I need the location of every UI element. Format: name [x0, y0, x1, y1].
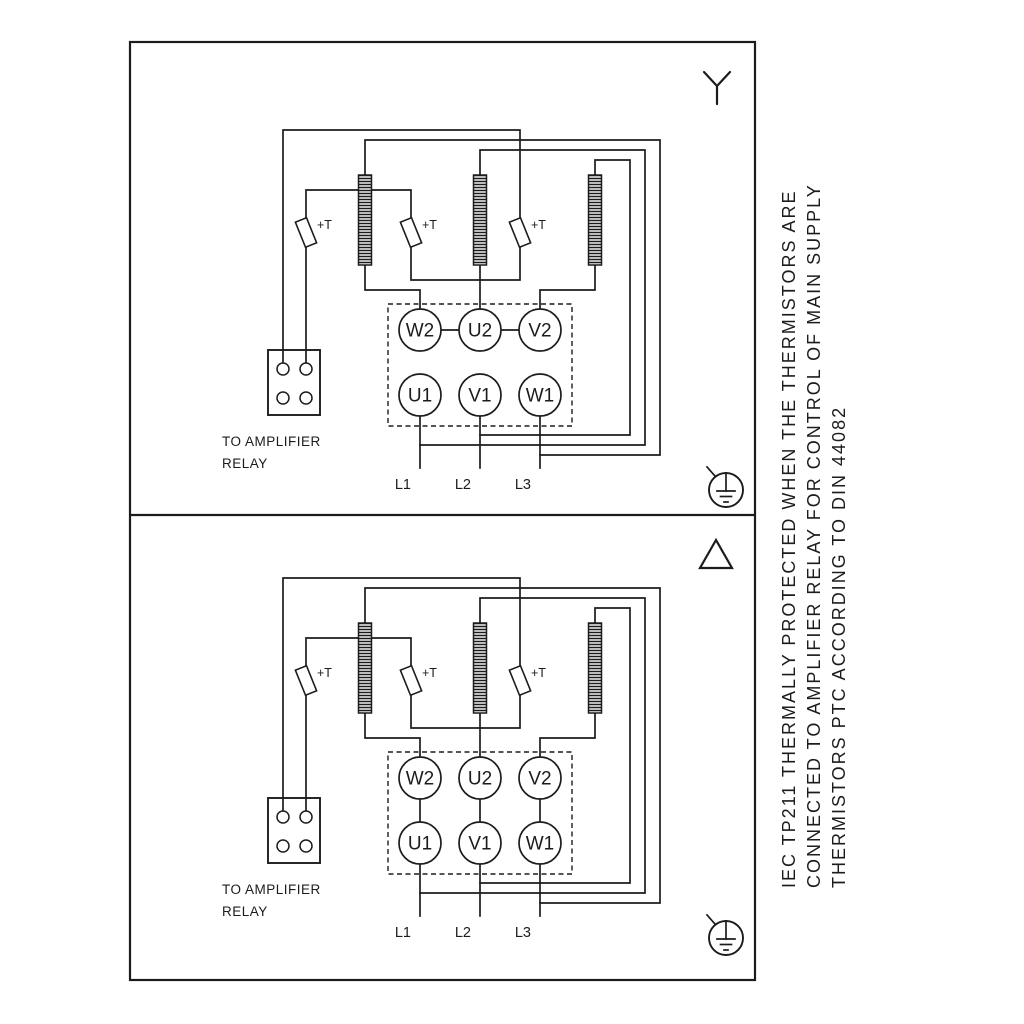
terminal-circle-u1: [398, 373, 442, 417]
relay-pin: [276, 839, 290, 853]
side-note-line1: IEC TP211 THERMALLY PROTECTED WHEN THE T…: [779, 190, 799, 888]
thermistor-label: +T: [422, 666, 437, 680]
motor-winding-icon: [357, 174, 373, 266]
relay-note-line1: TO AMPLIFIER: [222, 434, 321, 449]
relay-pin: [299, 391, 313, 405]
terminal-label-v2: V2: [528, 769, 551, 790]
terminal-circle-u2: [458, 308, 502, 352]
thermistor-chain-wire: [282, 129, 521, 364]
motor-winding-icon: [357, 622, 373, 714]
terminal-label-v1: V1: [468, 386, 491, 407]
star-symbol-icon: [702, 70, 732, 106]
relay-pin: [276, 810, 290, 824]
delta-symbol-icon: [698, 537, 734, 570]
motor-winding-icon: [587, 622, 603, 714]
thermistor-label: +T: [531, 218, 546, 232]
relay-pin: [299, 362, 313, 376]
supply-label-l1: L1: [395, 477, 411, 493]
supply-label-l1: L1: [395, 925, 411, 941]
diagram-border: [128, 40, 757, 982]
terminal-label-w2: W2: [406, 321, 435, 342]
supply-label-l3: L3: [515, 477, 531, 493]
terminal-label-v2: V2: [528, 321, 551, 342]
thermistor-icon: [294, 664, 318, 697]
side-note: IEC TP211 THERMALLY PROTECTED WHEN THE T…: [779, 183, 849, 888]
delta-bridge-links: [419, 798, 541, 823]
terminal-label-u2: U2: [468, 321, 492, 342]
relay-pin: [299, 839, 313, 853]
terminal-circles: W2 U2 V2 U1 V1 W1: [398, 756, 562, 865]
relay-note-line1: TO AMPLIFIER: [222, 882, 321, 897]
thermistor-icon: [508, 664, 532, 697]
relay-pin: [276, 391, 290, 405]
terminal-circle-w2: [398, 756, 442, 800]
amplifier-relay-connector: [267, 797, 321, 864]
relay-box: [267, 349, 321, 416]
thermistor-label: +T: [531, 666, 546, 680]
terminal-circle-w1: [518, 821, 562, 865]
relay-pin: [276, 362, 290, 376]
terminal-circle-u1: [398, 821, 442, 865]
motor-windings: [357, 622, 603, 714]
motor-winding-icon: [472, 174, 488, 266]
thermistor-label: +T: [317, 218, 332, 232]
motor-winding-icon: [587, 174, 603, 266]
side-note-line3: THERMISTORS PTC ACCORDING TO DIN 44082: [829, 406, 849, 888]
terminal-circle-w1: [518, 373, 562, 417]
thermistors: +T +T +T: [294, 664, 546, 697]
star-connection-diagram: +T +T +T W2 U2 V2 U1 V1 W1: [222, 70, 744, 508]
thermistor-label: +T: [422, 218, 437, 232]
delta-connection-diagram: +T +T +T W2 U2 V2 U1 V1 W1: [222, 537, 744, 956]
thermistor-chain-wire: [282, 577, 521, 812]
terminal-label-w1: W1: [526, 386, 555, 407]
terminal-circle-v2: [518, 308, 562, 352]
side-note-line2: CONNECTED TO AMPLIFIER RELAY FOR CONTROL…: [804, 183, 824, 888]
terminal-circle-w2: [398, 308, 442, 352]
amplifier-relay-connector: [267, 349, 321, 416]
terminal-label-w2: W2: [406, 769, 435, 790]
relay-note-line2: RELAY: [222, 456, 268, 471]
earth-symbol-icon: [705, 913, 744, 956]
thermistor-icon: [508, 216, 532, 249]
thermistor-icon: [399, 216, 423, 249]
thermistor-label: +T: [317, 666, 332, 680]
supply-line-wires: [419, 415, 541, 469]
thermistor-icon: [294, 216, 318, 249]
relay-pin: [299, 810, 313, 824]
terminal-circle-v1: [458, 821, 502, 865]
winding-to-terminal-wires: [364, 587, 661, 904]
terminal-circle-v1: [458, 373, 502, 417]
supply-label-l3: L3: [515, 925, 531, 941]
supply-line-wires: [419, 863, 541, 917]
supply-label-l2: L2: [455, 925, 471, 941]
terminal-circles: W2 U2 V2 U1 V1 W1: [398, 308, 562, 417]
relay-note-line2: RELAY: [222, 904, 268, 919]
motor-winding-icon: [472, 622, 488, 714]
terminal-circle-v2: [518, 756, 562, 800]
terminal-label-w1: W1: [526, 834, 555, 855]
terminal-label-u2: U2: [468, 769, 492, 790]
winding-to-terminal-wires: [364, 139, 661, 456]
relay-box: [267, 797, 321, 864]
supply-label-l2: L2: [455, 477, 471, 493]
thermistors: +T +T +T: [294, 216, 546, 249]
terminal-label-v1: V1: [468, 834, 491, 855]
terminal-circle-u2: [458, 756, 502, 800]
terminal-label-u1: U1: [408, 834, 432, 855]
terminal-label-u1: U1: [408, 386, 432, 407]
earth-symbol-icon: [705, 465, 744, 508]
thermistor-icon: [399, 664, 423, 697]
motor-windings: [357, 174, 603, 266]
